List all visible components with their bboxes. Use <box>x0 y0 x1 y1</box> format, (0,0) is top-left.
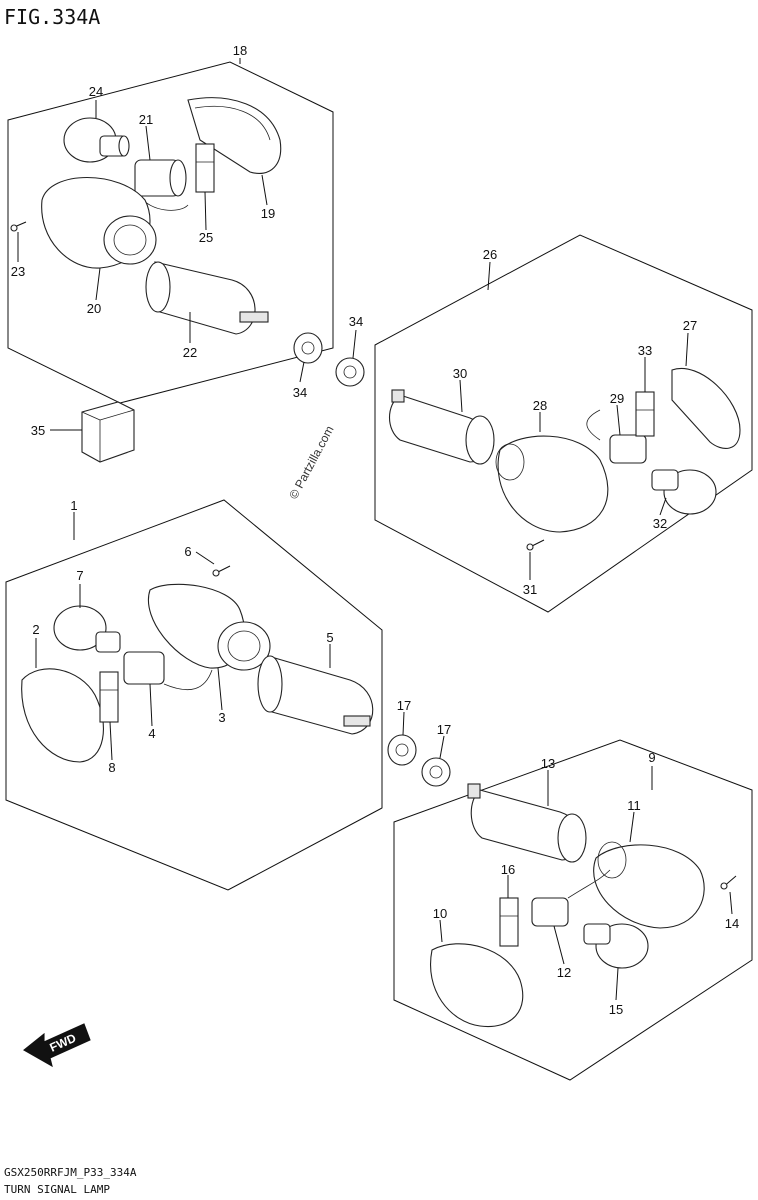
group-9-boundary <box>393 739 753 1081</box>
part-11-housing <box>593 841 705 929</box>
part-27-reflector <box>671 367 741 449</box>
assembly-group-18: 24 21 18 19 25 23 20 22 <box>7 43 334 404</box>
part-33-clip <box>635 391 655 437</box>
callout-17-right: 17 <box>437 722 451 737</box>
callout-34-upper: 34 <box>349 314 363 329</box>
part-6-screw <box>212 565 231 577</box>
assembly-group-26: 26 30 28 29 33 27 32 31 <box>374 234 753 613</box>
callout-16: 16 <box>501 862 515 877</box>
footer-code: GSX250RRFJM_P33_334A <box>4 1166 137 1179</box>
callout-30: 30 <box>453 366 467 381</box>
callout-22: 22 <box>183 345 197 360</box>
part-19-reflector <box>187 97 282 174</box>
figure-title: FIG.334A <box>4 5 100 29</box>
callout-17-left: 17 <box>397 698 411 713</box>
callout-23: 23 <box>11 264 25 279</box>
assembly-group-1: 1 6 7 2 5 4 3 8 <box>5 498 383 891</box>
part-17-nuts: 17 17 <box>387 698 451 787</box>
forward-arrow-icon: FWD <box>23 1023 91 1068</box>
part-25-clip <box>195 143 215 193</box>
part-15-bulb <box>583 923 649 969</box>
part-32-bulb <box>651 469 717 515</box>
part-16-clip <box>499 897 519 947</box>
callout-33: 33 <box>638 343 652 358</box>
callout-35: 35 <box>31 423 45 438</box>
callout-18: 18 <box>233 43 247 58</box>
callout-8: 8 <box>108 760 115 775</box>
group-18-boundary <box>7 61 334 404</box>
footer-caption: TURN SIGNAL LAMP <box>4 1183 110 1196</box>
callout-24: 24 <box>89 84 103 99</box>
part-4-socket <box>123 651 213 691</box>
part-12-socket <box>531 869 611 927</box>
callout-6: 6 <box>184 544 191 559</box>
part-35-relay: 35 <box>31 401 135 463</box>
part-29-socket <box>586 409 647 464</box>
callout-3: 3 <box>218 710 225 725</box>
part-14-screw <box>720 875 737 890</box>
callout-13: 13 <box>541 756 555 771</box>
assembly-group-9: 9 13 11 16 10 14 12 15 <box>393 739 753 1081</box>
part-31-screw <box>526 539 545 551</box>
part-34-nuts: 34 34 <box>293 314 365 400</box>
callout-31: 31 <box>523 582 537 597</box>
part-5-stalk <box>257 655 374 735</box>
callout-34-lower: 34 <box>293 385 307 400</box>
part-10-lens <box>430 943 524 1028</box>
callout-9: 9 <box>648 750 655 765</box>
part-3-housing <box>147 583 271 671</box>
callout-27: 27 <box>683 318 697 333</box>
callout-11: 11 <box>627 798 641 813</box>
callout-7: 7 <box>76 568 83 583</box>
callout-32: 32 <box>653 516 667 531</box>
part-8-clip <box>99 671 119 723</box>
callout-1: 1 <box>70 498 77 513</box>
part-20-housing <box>41 176 157 269</box>
callout-21: 21 <box>139 112 153 127</box>
callout-10: 10 <box>433 906 447 921</box>
part-7-bulb <box>53 605 121 653</box>
callout-29: 29 <box>610 391 624 406</box>
callout-26: 26 <box>483 247 497 262</box>
watermark: © Partzilla.com <box>286 423 336 501</box>
part-13-stalk <box>467 783 587 863</box>
group-1-boundary <box>5 499 383 891</box>
part-21-socket <box>134 159 189 211</box>
part-23-screw <box>10 221 27 232</box>
part-28-housing <box>495 435 609 533</box>
part-30-stalk <box>388 389 495 465</box>
callout-2: 2 <box>32 622 39 637</box>
part-22-stalk <box>145 261 269 335</box>
callout-14: 14 <box>725 916 739 931</box>
callout-19: 19 <box>261 206 275 221</box>
callout-15: 15 <box>609 1002 623 1017</box>
callout-25: 25 <box>199 230 213 245</box>
group-26-boundary <box>374 234 753 613</box>
callout-20: 20 <box>87 301 101 316</box>
part-2-lens <box>21 668 104 763</box>
callout-5: 5 <box>326 630 333 645</box>
callout-12: 12 <box>557 965 571 980</box>
part-24-bulb <box>63 117 130 163</box>
callout-28: 28 <box>533 398 547 413</box>
callout-4: 4 <box>148 726 155 741</box>
